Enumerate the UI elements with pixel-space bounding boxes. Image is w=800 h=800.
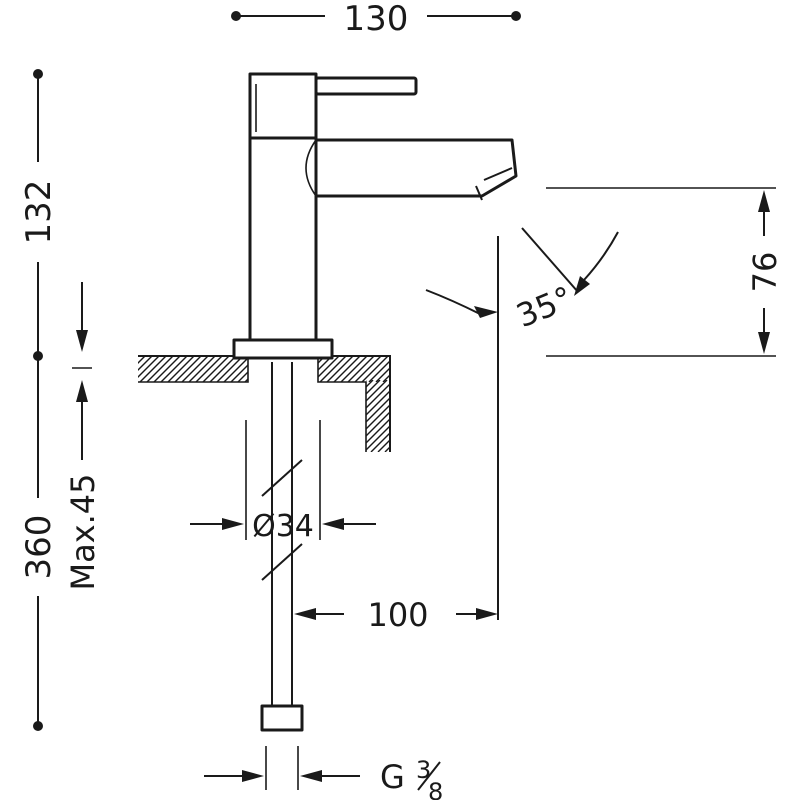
connection-dimension: G 3 8 <box>204 746 443 800</box>
hatch-line <box>167 356 195 382</box>
hatch-line <box>384 446 390 452</box>
faucet <box>232 72 518 360</box>
hatch-line <box>366 418 390 444</box>
height-total-label: 360 <box>19 515 59 580</box>
hatch-line <box>389 381 390 382</box>
hatch-line <box>366 411 390 437</box>
hatch-line <box>399 380 471 452</box>
spout-height-label: 76 <box>746 252 784 293</box>
diameter-dimension: Ø34 <box>190 420 376 544</box>
hatch-line <box>406 380 478 452</box>
max-thickness-dimension: Max.45 <box>64 282 102 591</box>
hatch-line <box>319 356 347 382</box>
reach-label: 100 <box>367 596 428 634</box>
countertop <box>138 355 527 452</box>
hatch-line <box>354 356 382 382</box>
spout-height-dimension: 76 <box>546 187 784 357</box>
max-thickness-label: Max.45 <box>64 473 102 590</box>
width-label: 130 <box>344 0 409 39</box>
diameter-label: Ø34 <box>252 509 314 544</box>
hatch-line <box>397 356 423 382</box>
hatch-line <box>160 356 188 382</box>
hose-connector <box>260 704 304 732</box>
hatch-line <box>153 356 181 382</box>
hatch-line <box>366 425 390 451</box>
hatch-line <box>237 371 248 382</box>
hatch-line <box>404 356 430 382</box>
angle-dimension: 35° <box>425 227 619 620</box>
hatch-line <box>318 356 326 364</box>
hatch-line <box>318 356 333 371</box>
hatch-line <box>195 356 223 382</box>
hatch-line <box>216 356 244 382</box>
hatch-line <box>318 356 340 378</box>
hatch-line <box>181 356 209 382</box>
faucet-lever <box>314 76 418 96</box>
width-dimension: 130 <box>231 0 521 39</box>
hatch-line <box>174 356 202 382</box>
height-total-dimension: 360 <box>19 356 59 731</box>
hatch-line <box>455 380 527 452</box>
hatch-line <box>448 380 520 452</box>
hatch-line <box>377 439 390 452</box>
hatch-line <box>138 356 160 378</box>
hatch-line <box>420 380 492 452</box>
hatch-line <box>366 397 390 423</box>
hatch-line <box>347 356 375 382</box>
hatch-line <box>370 432 390 452</box>
hatch-line <box>244 378 248 382</box>
hatch-line <box>223 357 248 382</box>
faucet-cap <box>248 72 318 140</box>
hatch-line <box>434 380 506 452</box>
hatch-line <box>413 380 485 452</box>
hatch-line <box>361 356 389 382</box>
hatch-line <box>392 380 464 452</box>
hatch-line <box>139 356 167 382</box>
height-top-dimension: 132 <box>19 69 59 361</box>
hatch-line <box>318 356 319 357</box>
hatch-line <box>366 380 367 381</box>
hatch-line <box>266 356 292 382</box>
hatch-line <box>411 356 437 382</box>
hatch-line <box>230 364 248 382</box>
hatch-line <box>202 356 230 382</box>
hatch-line <box>326 356 354 382</box>
angle-label: 35° <box>511 279 578 335</box>
hatch-line <box>366 380 388 402</box>
hatch-line <box>188 356 216 382</box>
hatch-line <box>382 374 390 382</box>
connection-prefix: G <box>380 758 405 796</box>
reach-dimension: 100 <box>294 596 498 634</box>
hatch-line <box>273 356 299 382</box>
hatch-line <box>368 360 390 382</box>
hatch-line <box>252 356 278 382</box>
connection-denominator: 8 <box>428 778 443 800</box>
hatch-line <box>366 380 381 395</box>
hatch-line <box>209 356 237 382</box>
hatch-line <box>146 356 174 382</box>
faucet-spout <box>314 138 518 198</box>
hatch-line <box>138 356 153 371</box>
hatch-line <box>333 356 361 382</box>
hatch-line <box>340 356 368 382</box>
hatch-line <box>138 356 146 364</box>
height-top-label: 132 <box>19 180 59 245</box>
faucet-base <box>232 338 334 360</box>
hatch-line <box>366 383 390 409</box>
hatch-line <box>366 380 374 388</box>
hatch-line <box>441 380 513 452</box>
hatch-line <box>366 404 390 430</box>
hatch-line <box>427 380 499 452</box>
hatch-line <box>138 356 139 357</box>
supply-hose <box>260 362 304 732</box>
